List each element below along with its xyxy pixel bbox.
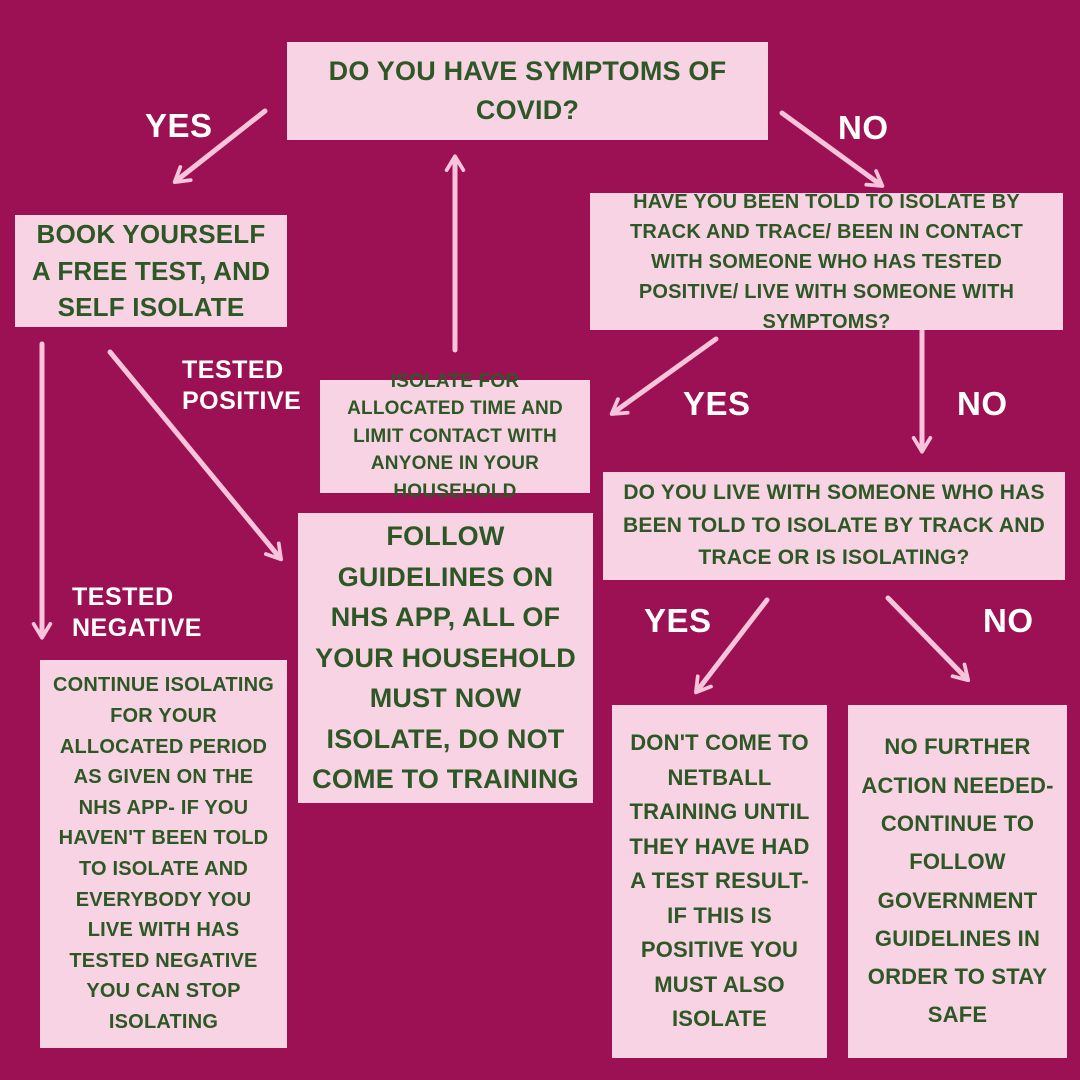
label-yes-bottom: YES <box>644 602 712 639</box>
label-yes-mid: YES <box>683 385 751 422</box>
arrow-no-top <box>779 110 885 188</box>
arrow-yes-mid <box>609 336 719 416</box>
node-dont-come-to-training: DON'T COME TO NETBALL TRAINING UNTIL THE… <box>612 705 827 1058</box>
node-question-symptoms: DO YOU HAVE SYMPTOMS OF COVID? <box>287 42 768 140</box>
node-question-live-with-isolator: DO YOU LIVE WITH SOMEONE WHO HAS BEEN TO… <box>603 472 1065 580</box>
label-tested-positive: TESTED POSITIVE <box>182 356 302 416</box>
node-continue-isolating: CONTINUE ISOLATING FOR YOUR ALLOCATED PE… <box>40 660 287 1048</box>
label-no-top: NO <box>838 109 889 146</box>
arrow-yes-bottom <box>694 597 770 695</box>
node-isolate-allocated-time: ISOLATE FOR ALLOCATED TIME AND LIMIT CON… <box>320 371 590 502</box>
arrow-tested-positive <box>107 349 283 562</box>
label-no-bottom: NO <box>983 602 1034 639</box>
node-follow-nhs-guidelines: FOLLOW GUIDELINES ON NHS APP, ALL OF YOU… <box>298 513 593 803</box>
arrow-no-bottom <box>885 595 971 683</box>
node-no-further-action: NO FURTHER ACTION NEEDED- CONTINUE TO FO… <box>848 705 1067 1058</box>
label-yes-top: YES <box>145 107 213 144</box>
node-book-free-test: BOOK YOURSELF A FREE TEST, AND SELF ISOL… <box>15 215 287 327</box>
label-no-mid: NO <box>957 385 1008 422</box>
label-tested-negative: TESTED NEGATIVE <box>72 583 202 643</box>
arrow-yes-top <box>172 108 268 184</box>
node-question-told-to-isolate: HAVE YOU BEEN TOLD TO ISOLATE BY TRACK A… <box>590 191 1063 333</box>
